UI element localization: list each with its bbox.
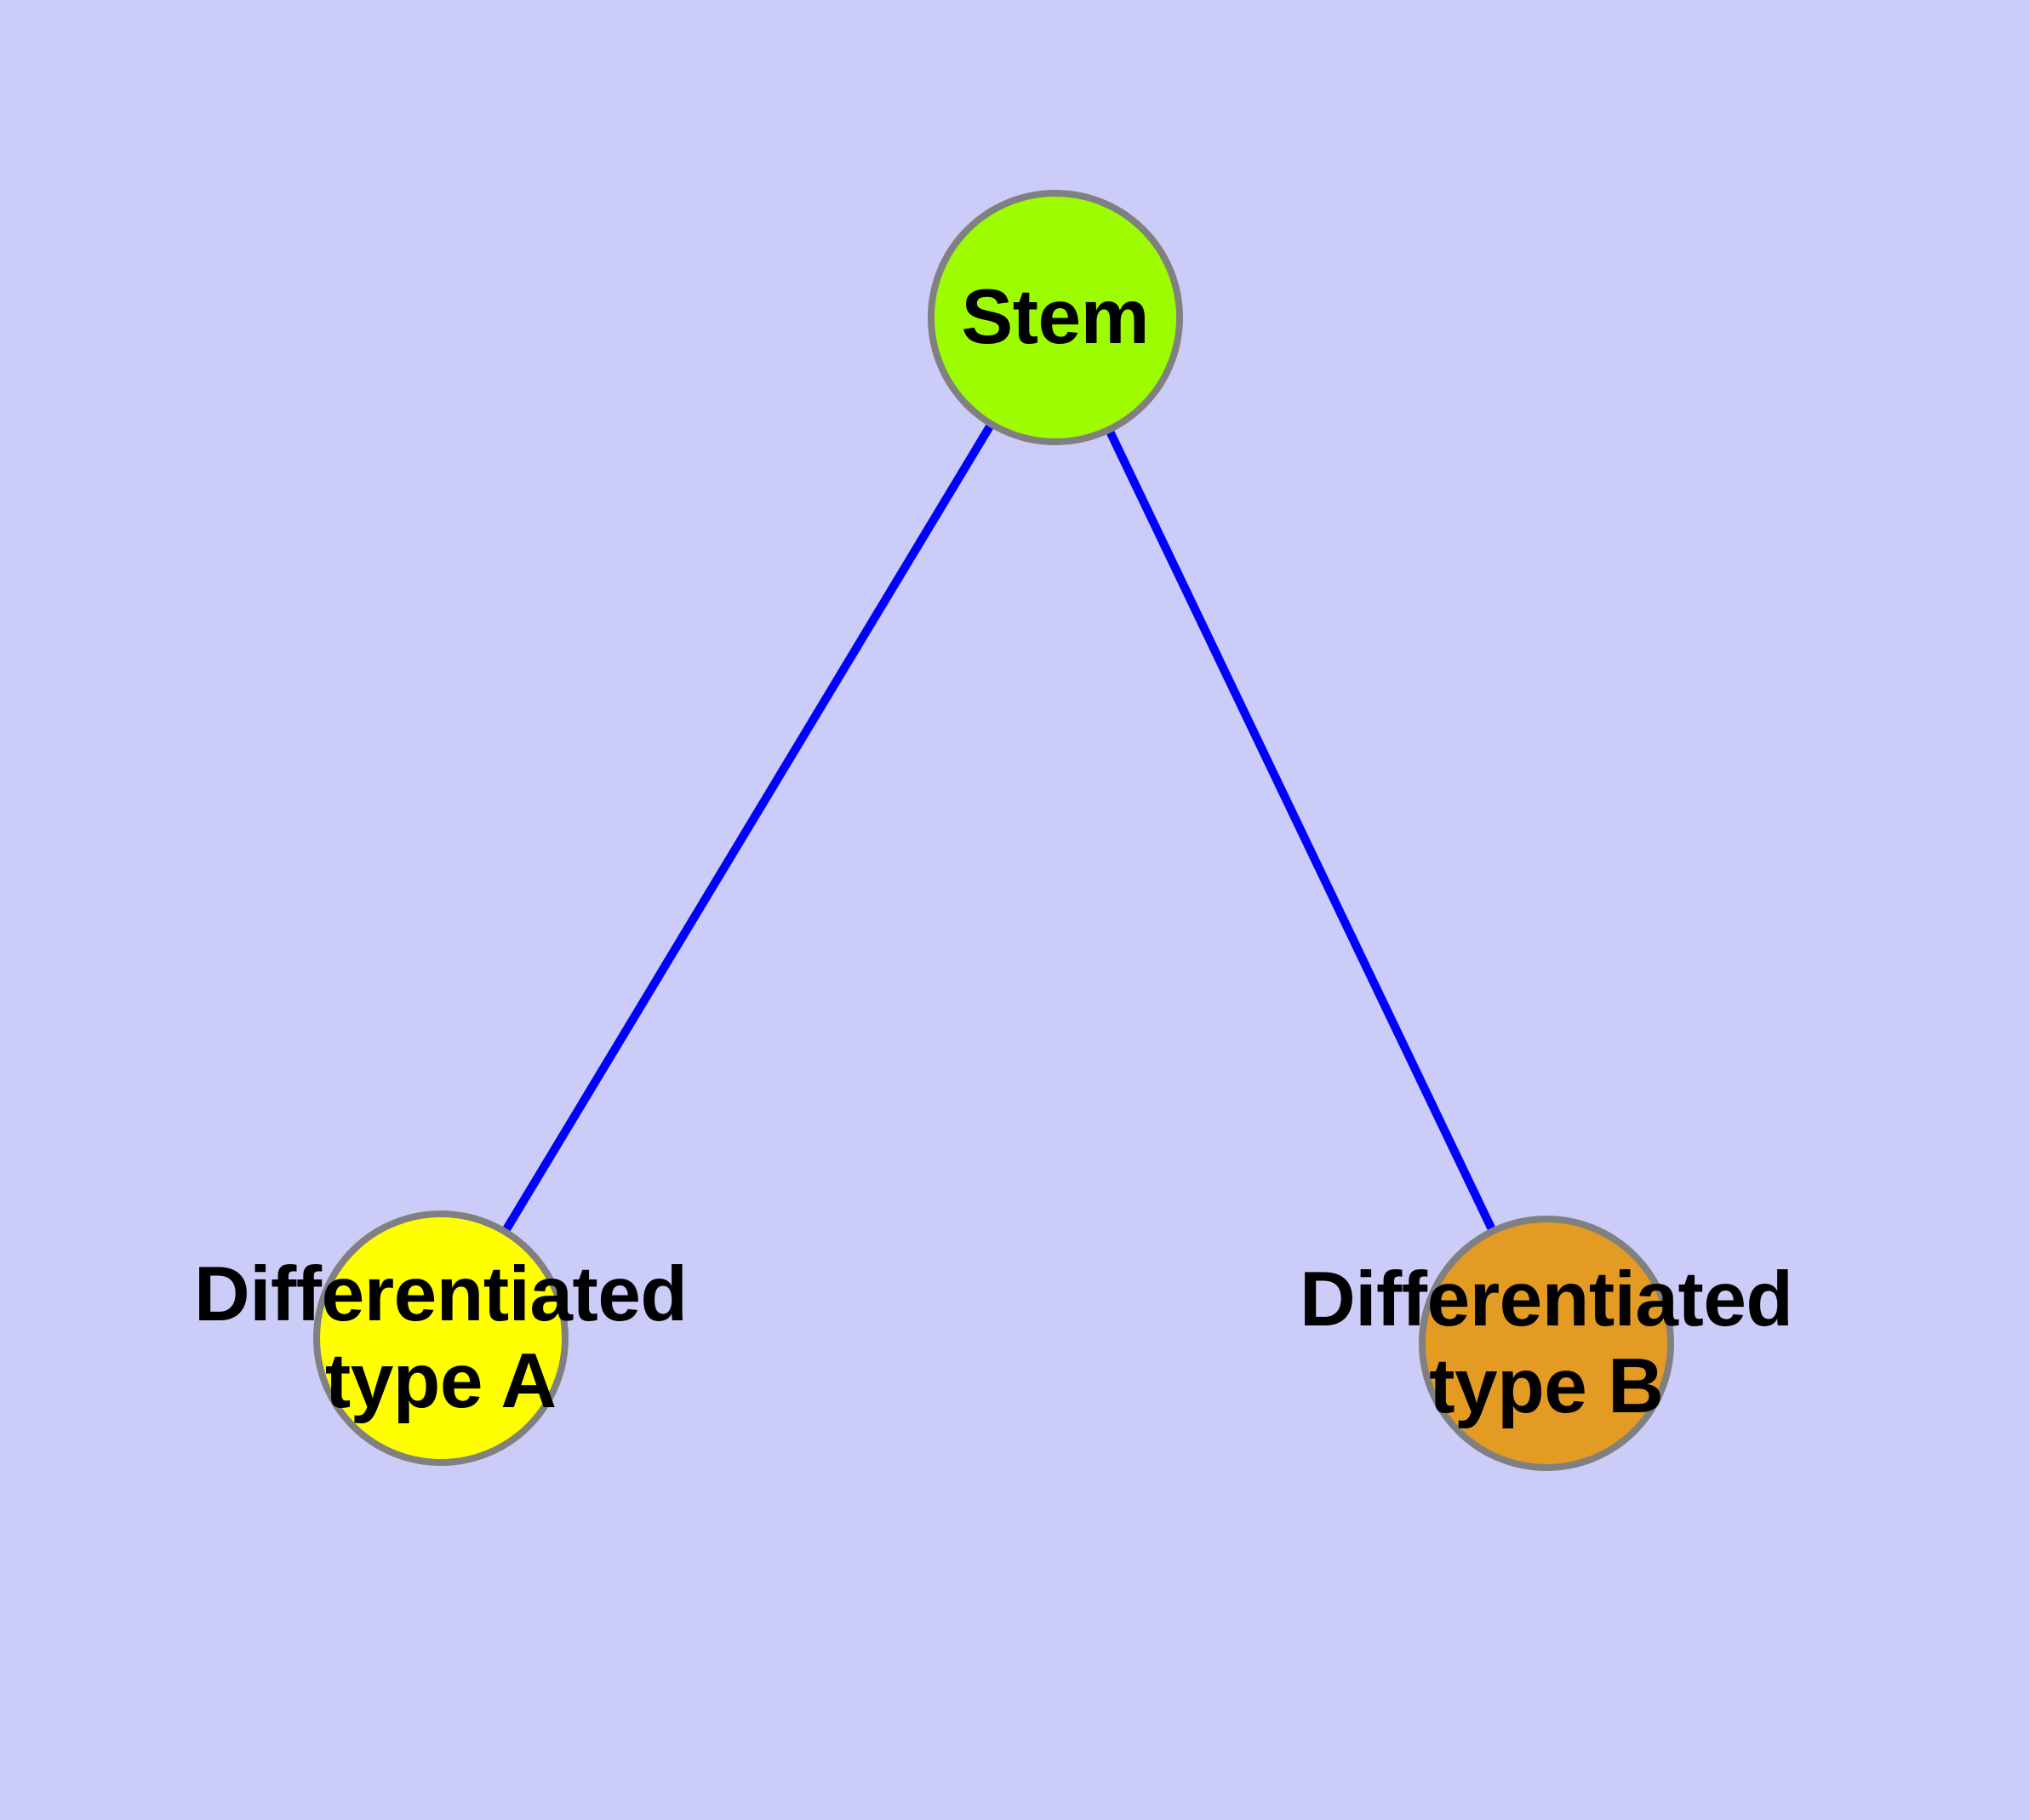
edge-stem-to-diff_a[interactable] (503, 424, 993, 1232)
node-circle-diff_b[interactable] (1419, 1216, 1674, 1471)
node-layer (313, 190, 1674, 1471)
edge-layer (503, 424, 1495, 1232)
node-circle-stem[interactable] (928, 190, 1183, 445)
edge-stem-to-diff_b[interactable] (1106, 431, 1495, 1230)
node-circle-diff_a[interactable] (313, 1210, 569, 1466)
